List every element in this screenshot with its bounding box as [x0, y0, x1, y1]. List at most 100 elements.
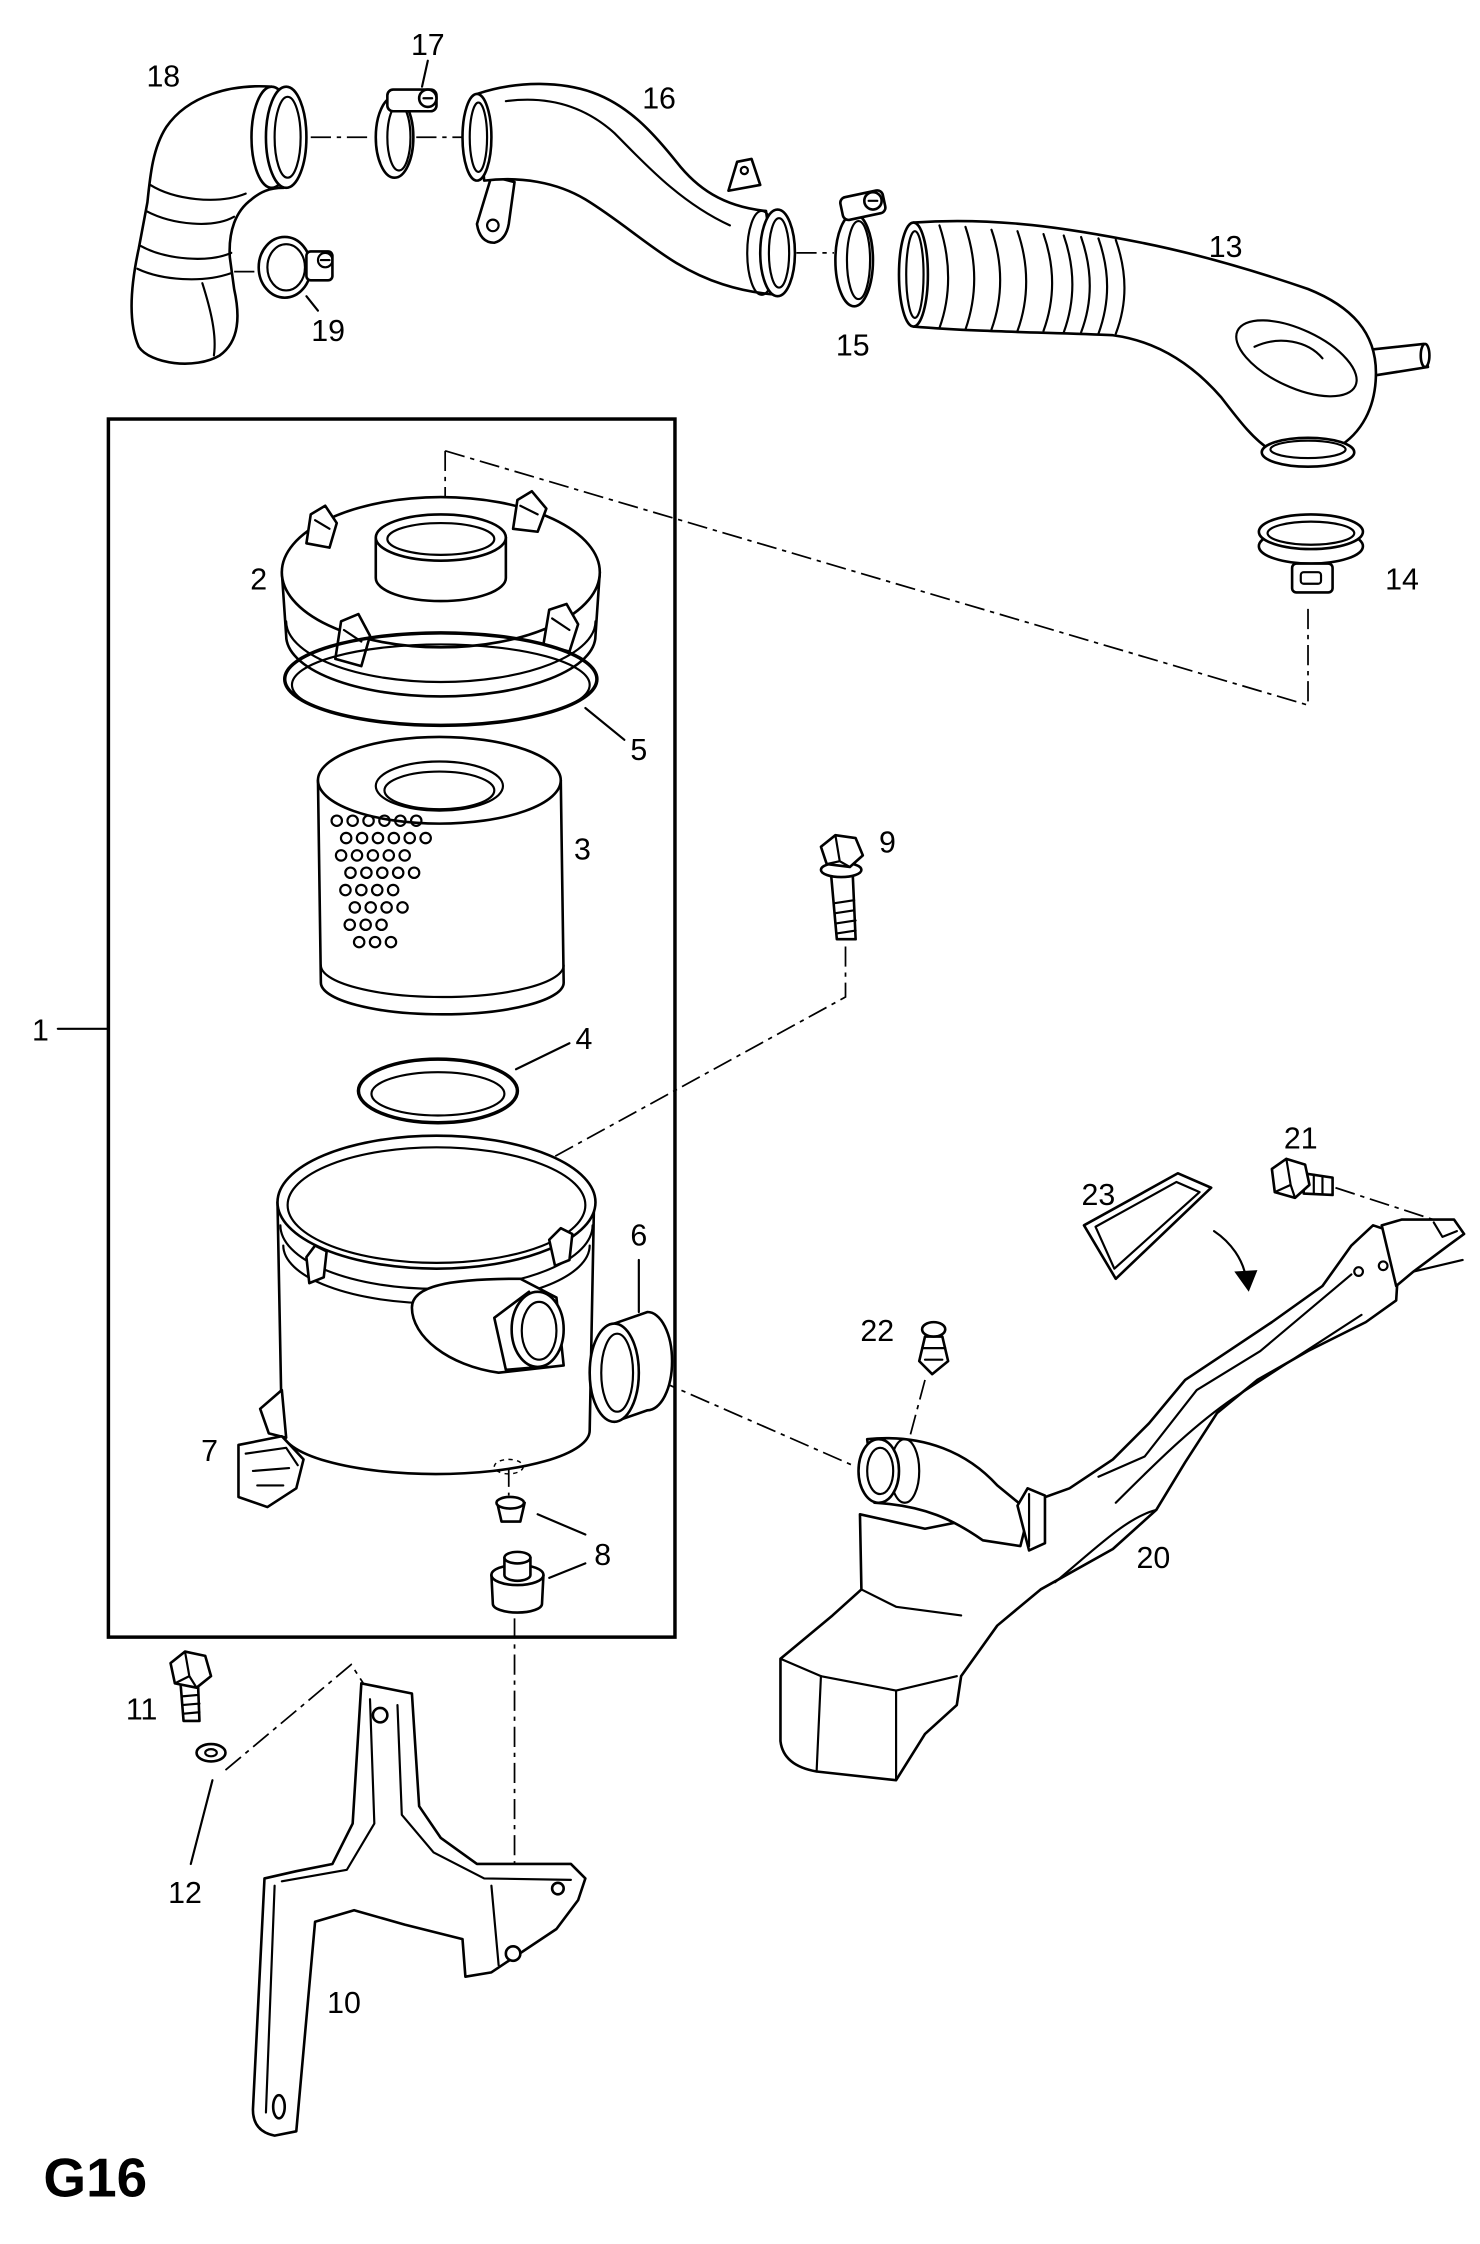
part-12-washer-line-art: [204, 1748, 218, 1758]
part-13-corrugated-hose-line-art: [1016, 230, 1028, 332]
filter-perforation-hole: [371, 831, 385, 845]
filter-perforation-hole: [344, 866, 357, 880]
part-20-air-intake-duct-line-art: [1016, 1486, 1047, 1552]
page-code: G16: [43, 2146, 147, 2208]
part-20-air-intake-duct-line-art: [860, 1588, 963, 1617]
part-21-bolt: [1270, 1157, 1334, 1200]
callout-4: 4: [575, 1023, 592, 1056]
part-11-bolt-line-art: [173, 1650, 198, 1689]
part-13-corrugated-hose-line-art: [1260, 436, 1356, 469]
callout-2: 2: [250, 564, 267, 597]
part-18-elbow-hose-line-art: [201, 282, 216, 357]
part-13-corrugated-hose-line-art: [1235, 319, 1358, 398]
part-12-washer-line-art: [195, 1742, 227, 1763]
part-18-elbow-hose-line-art: [144, 209, 236, 225]
part-2-housing-lid-line-art: [305, 504, 339, 549]
assembly-lines-line-art: [906, 1379, 926, 1446]
part-2-housing-lid-line-art: [285, 620, 597, 684]
part-14-hose-clamp: [1257, 513, 1365, 594]
part-13-corrugated-hose-line-art: [964, 225, 976, 331]
part-19-hose-clamp: [257, 235, 334, 299]
part-8-grommet-and-mount-line-art: [503, 1550, 532, 1565]
part-10-mounting-bracket-line-art: [396, 1703, 572, 1881]
part-4-seal-ring: [356, 1057, 520, 1125]
part-2-housing-lid-line-art: [313, 519, 331, 530]
filter-perforation-hole: [380, 901, 393, 914]
part-16-intake-pipe-line-art: [767, 217, 791, 289]
assembly-lines-line-art: [444, 449, 1309, 707]
part-10-mounting-bracket-line-art: [280, 1698, 376, 1883]
part-4-seal-ring-line-art: [356, 1057, 520, 1125]
assembly-lines-line-art: [657, 1379, 856, 1468]
part-10-mounting-bracket-line-art: [251, 1682, 587, 2137]
part-9-bolt-line-art: [829, 872, 857, 941]
part-15-hose-clamp-line-art: [834, 212, 875, 308]
part-18-elbow-hose-line-art: [264, 85, 308, 190]
part-1-filter-housing-line-art: [493, 1458, 524, 1475]
part-20-air-intake-duct-line-art: [815, 1675, 823, 1773]
filter-perforation-hole: [384, 935, 398, 949]
part-19-hose-clamp-line-art: [316, 251, 334, 269]
part-19-hose-clamp-line-art: [266, 243, 307, 292]
part-9-bolt-line-art: [825, 834, 851, 869]
part-13-corrugated-hose: [897, 219, 1431, 469]
part-22-push-clip-line-art: [917, 1335, 950, 1376]
callout-21: 21: [1284, 1123, 1318, 1156]
part-13-corrugated-hose-line-art: [897, 221, 930, 328]
part-21-bolt-line-art: [1273, 1157, 1297, 1199]
part-5-lid-gasket-line-art: [290, 643, 591, 727]
leader-17: [420, 59, 429, 88]
part-22-push-clip: [917, 1320, 950, 1376]
filter-perforation-hole: [348, 901, 362, 914]
callout-23: 23: [1082, 1179, 1116, 1212]
part-7-drain-valve-line-art: [237, 1434, 305, 1509]
part-3-filter-element-line-art: [374, 760, 505, 812]
part-1-filter-housing-line-art: [520, 1300, 558, 1361]
callout-3: 3: [574, 834, 591, 867]
part-13-corrugated-hose-line-art: [1114, 238, 1126, 335]
part-13-corrugated-hose-line-art: [1097, 237, 1109, 335]
part-20-air-intake-duct-line-art: [1053, 1508, 1158, 1584]
part-20-air-intake-duct: [779, 1218, 1466, 1782]
filter-perforation-hole: [339, 883, 352, 897]
part-18-elbow-hose-line-art: [149, 183, 247, 201]
part-13-corrugated-hose-line-art: [905, 230, 925, 319]
part-10-mounting-bracket-line-art: [504, 1945, 522, 1963]
part-13-corrugated-hose-line-art: [1042, 232, 1054, 332]
filter-perforation-hole: [375, 866, 389, 880]
part-11-bolt-line-art: [181, 1693, 201, 1715]
callout-6: 6: [630, 1220, 647, 1253]
callout-15: 15: [836, 329, 870, 362]
part-15-hose-clamp-line-art: [845, 219, 872, 301]
part-14-hose-clamp-line-art: [1266, 520, 1356, 546]
part-20-air-intake-duct-line-art: [866, 1446, 895, 1496]
filter-perforation-hole: [382, 849, 396, 862]
filter-perforation-hole: [407, 866, 421, 880]
part-18-elbow-hose-line-art: [136, 267, 233, 281]
part-10-mounting-bracket-line-art: [550, 1881, 565, 1896]
part-6-connecting-sleeve-line-art: [588, 1322, 641, 1424]
filter-perforation-hole: [334, 849, 348, 862]
callout-13: 13: [1209, 231, 1243, 264]
filter-perforation-hole: [394, 814, 407, 828]
part-20-air-intake-duct-line-art: [1353, 1266, 1365, 1277]
part-16-intake-pipe-line-art: [739, 165, 750, 176]
part-1-filter-housing-line-art: [258, 1388, 288, 1440]
filter-perforation-hole: [375, 918, 388, 932]
callout-9: 9: [879, 827, 896, 860]
callout-labels: 1 2 3 4 5 6 7 8 9 10 11 12 13 14 15 16 1…: [32, 29, 1419, 2020]
filter-perforation-hole: [355, 883, 368, 897]
part-2-housing-lid-line-art: [386, 521, 496, 556]
part-1-filter-housing-line-art: [286, 1146, 587, 1264]
part-11-bolt-line-art: [179, 1682, 201, 1723]
part-16-intake-pipe-line-art: [468, 101, 489, 174]
callout-17: 17: [411, 29, 445, 62]
callout-14: 14: [1385, 564, 1419, 597]
part-20-air-intake-duct-line-art: [779, 1657, 958, 1692]
callout-18: 18: [146, 61, 180, 94]
part-18-elbow-hose-line-art: [130, 84, 285, 365]
part-20-air-intake-duct-line-art: [1432, 1221, 1458, 1238]
part-6-connecting-sleeve-line-art: [600, 1332, 635, 1413]
part-14-hose-clamp-line-art: [1299, 571, 1323, 585]
